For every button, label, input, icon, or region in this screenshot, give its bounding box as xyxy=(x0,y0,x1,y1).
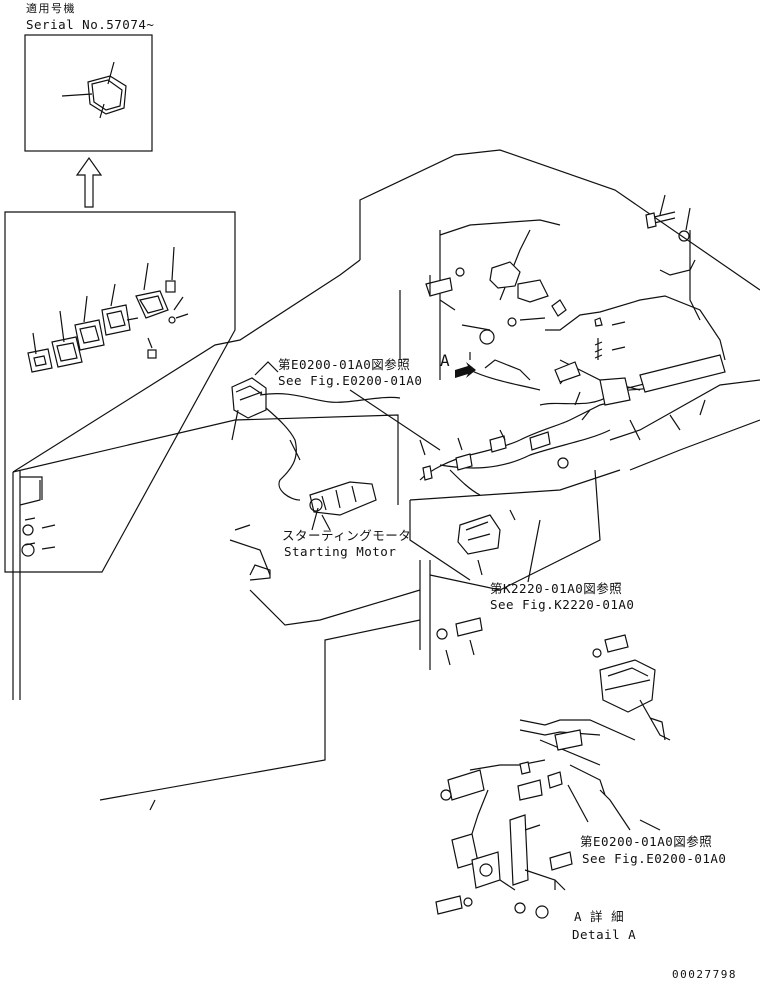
ref-e0200-top-ja: 第E0200-01A0図参照 xyxy=(278,357,411,372)
center-components xyxy=(425,194,726,441)
ref-e0200-bottom-en: See Fig.E0200-01A0 xyxy=(582,851,727,866)
view-marker: A xyxy=(440,351,451,370)
up-arrow-icon xyxy=(75,156,103,208)
leader-lines xyxy=(311,389,589,823)
ref-k2220-en: See Fig.K2220-01A0 xyxy=(490,597,635,612)
machine-frame xyxy=(12,149,760,811)
detail-label-ja: A 詳 細 xyxy=(574,909,625,924)
serial-note-ja: 適用号機 xyxy=(26,2,76,15)
lamp-exploded-frame xyxy=(4,211,236,573)
view-a-arrow-icon xyxy=(455,362,476,378)
ref-e0200-bottom-ja: 第E0200-01A0図参照 xyxy=(580,834,713,849)
serial-note-en: Serial No.57074~ xyxy=(26,17,155,32)
starting-motor-en: Starting Motor xyxy=(284,544,397,559)
battery-housing xyxy=(231,361,279,441)
bolt-center xyxy=(436,617,483,666)
starting-motor xyxy=(309,481,377,531)
starting-motor-ja: スターティングモータ xyxy=(282,528,412,543)
detail-battery xyxy=(457,514,501,576)
serial-inset xyxy=(24,34,153,152)
ref-e0200-top-en: See Fig.E0200-01A0 xyxy=(278,373,423,388)
drawing-number: 00027798 xyxy=(672,968,737,981)
detail-a-assembly xyxy=(435,634,671,919)
ref-k2220-ja: 第K2220-01A0図参照 xyxy=(490,581,623,596)
detail-label-en: Detail A xyxy=(572,927,637,942)
connector-cluster xyxy=(419,429,569,521)
